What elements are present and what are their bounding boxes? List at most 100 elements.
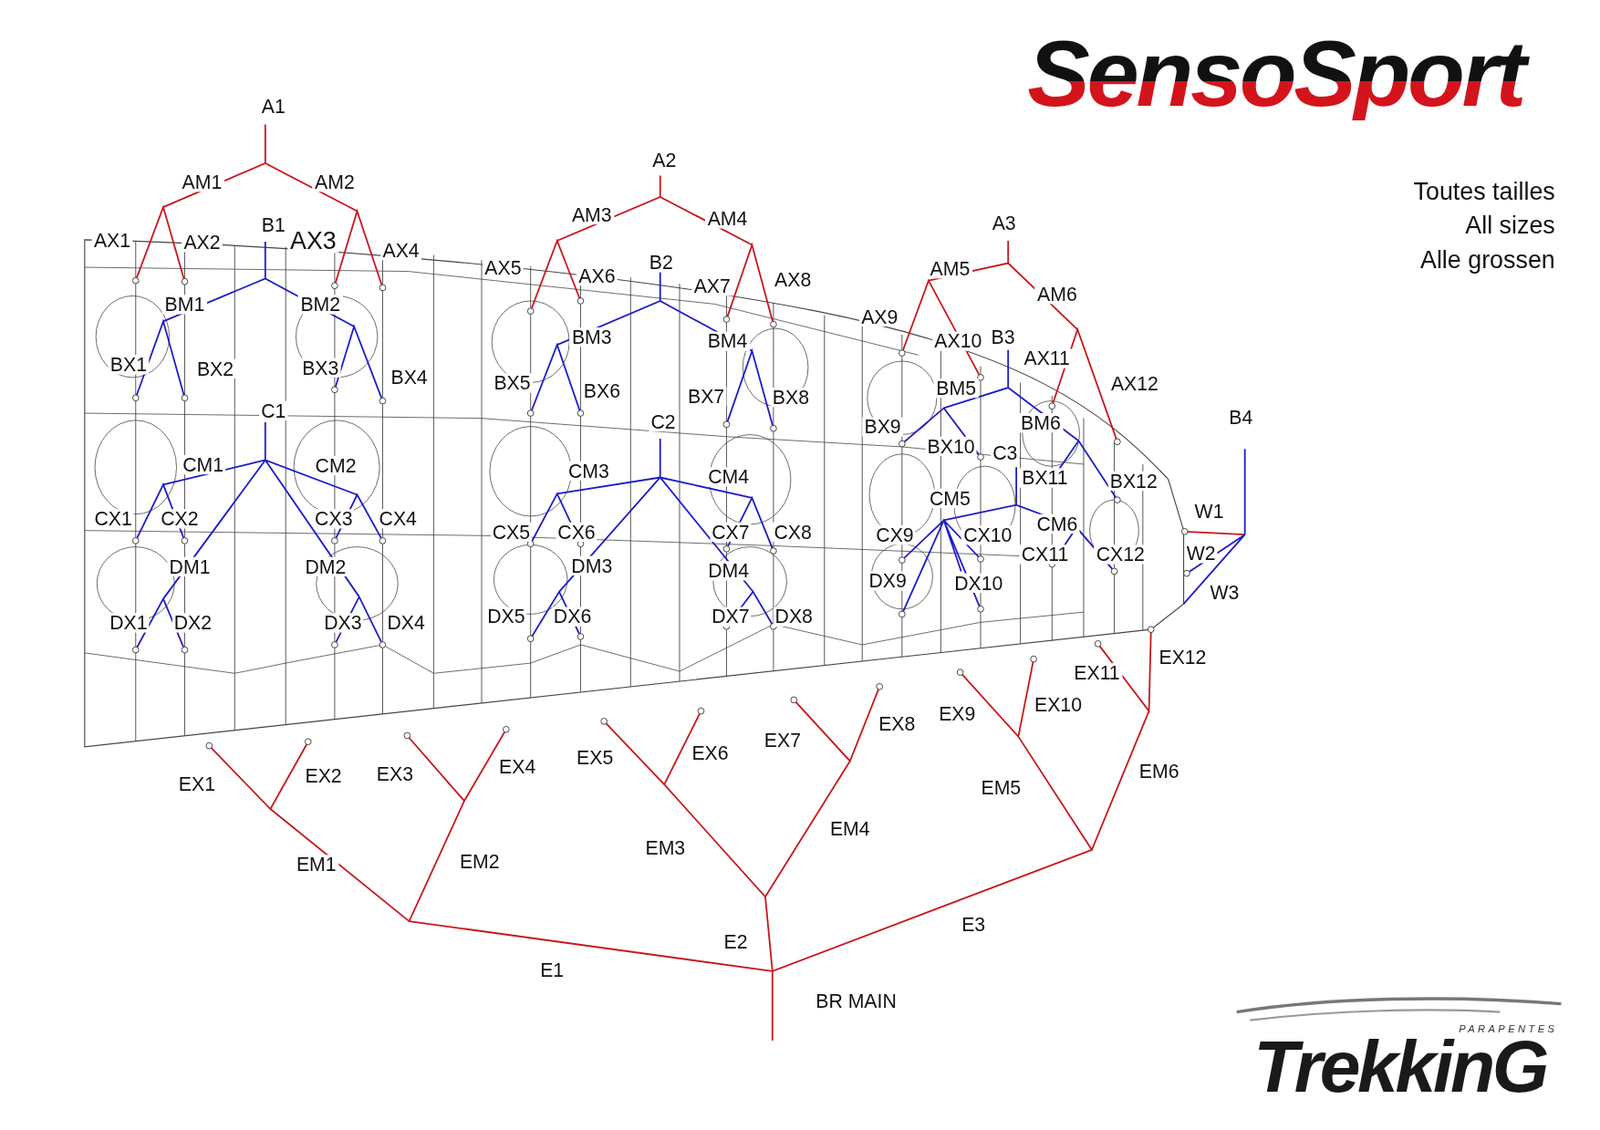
line-label: BM5 bbox=[934, 377, 978, 397]
attachment-point bbox=[527, 635, 534, 643]
line-label: DX5 bbox=[485, 606, 528, 626]
attachment-point bbox=[723, 316, 730, 323]
attachment-point bbox=[527, 410, 534, 417]
attachment-point bbox=[898, 557, 905, 564]
attachment-point bbox=[1181, 528, 1188, 535]
line-label: CX5 bbox=[490, 521, 533, 541]
size-note: All sizes bbox=[1463, 213, 1558, 239]
wing-ribs bbox=[135, 241, 1143, 741]
line-label: CX7 bbox=[709, 521, 752, 541]
line-label: BX2 bbox=[195, 358, 237, 378]
line-label: AM5 bbox=[927, 259, 972, 279]
attachment-points bbox=[132, 277, 1190, 749]
brand-logo: SensoSport bbox=[1021, 26, 1530, 121]
attachment-point bbox=[1111, 568, 1118, 575]
attachment-point bbox=[956, 669, 964, 676]
attachment-point bbox=[898, 611, 905, 618]
line-label: A2 bbox=[650, 150, 678, 170]
line-label: AM1 bbox=[179, 171, 224, 191]
size-note: Alle grossen bbox=[1418, 248, 1558, 273]
attachment-point bbox=[770, 321, 778, 328]
attachment-point bbox=[577, 633, 584, 641]
line-label: AX9 bbox=[859, 306, 901, 326]
line-label: W3 bbox=[1207, 581, 1241, 602]
attachment-point bbox=[181, 394, 188, 402]
attachment-point bbox=[1184, 570, 1191, 577]
attachment-point bbox=[977, 374, 985, 382]
line-label: A3 bbox=[989, 212, 1018, 232]
line-label: BX8 bbox=[770, 387, 812, 407]
line-label: CX9 bbox=[873, 525, 916, 545]
a-lines bbox=[135, 124, 384, 288]
line-label: EX5 bbox=[574, 747, 616, 767]
cell-openings bbox=[94, 295, 1139, 621]
line-label: B2 bbox=[647, 252, 676, 272]
attachment-point bbox=[527, 308, 534, 315]
attachment-point bbox=[770, 425, 778, 432]
brand-logo: TrekkinG bbox=[1247, 1029, 1553, 1104]
attachment-point bbox=[876, 683, 884, 690]
attachment-point bbox=[1030, 655, 1038, 663]
attachment-point bbox=[1049, 403, 1056, 410]
attachment-point bbox=[132, 538, 139, 545]
line-label: BM1 bbox=[162, 294, 207, 314]
line-label: BX10 bbox=[924, 436, 977, 456]
line-label: AM2 bbox=[312, 171, 357, 191]
cell-opening bbox=[94, 420, 177, 515]
line-label: E3 bbox=[959, 914, 988, 935]
line-label: DX4 bbox=[384, 612, 427, 633]
line-label: CM1 bbox=[180, 454, 226, 474]
line-label: EM5 bbox=[978, 778, 1023, 798]
red-lines bbox=[135, 124, 1246, 1041]
line-label: BM4 bbox=[705, 331, 749, 351]
line-label: DX2 bbox=[172, 612, 215, 633]
line-label: CM3 bbox=[566, 460, 612, 480]
line-label: DM2 bbox=[302, 556, 348, 576]
cell-opening bbox=[96, 547, 175, 622]
attachment-point bbox=[332, 538, 339, 545]
attachment-point bbox=[770, 548, 778, 555]
line-label: AX4 bbox=[380, 239, 422, 260]
line-label: C3 bbox=[990, 443, 1020, 463]
attachment-point bbox=[181, 538, 188, 545]
line-label: CM5 bbox=[927, 488, 973, 508]
attachment-point bbox=[601, 717, 608, 725]
attachment-point bbox=[332, 642, 339, 649]
swoosh-line bbox=[1249, 1009, 1500, 1020]
attachment-point bbox=[181, 646, 188, 654]
line-label: AX2 bbox=[181, 231, 223, 251]
line-label: E2 bbox=[721, 932, 749, 952]
line-label: AX8 bbox=[772, 270, 814, 290]
line-label: AM6 bbox=[1035, 284, 1080, 304]
c-lines bbox=[902, 467, 1115, 614]
line-label: BX7 bbox=[685, 385, 728, 406]
wing-rows bbox=[84, 267, 1084, 674]
line-label: EM6 bbox=[1137, 761, 1182, 781]
line-label: EX6 bbox=[689, 743, 731, 763]
line-label: EX7 bbox=[762, 729, 804, 749]
attachment-point bbox=[502, 726, 510, 733]
attachment-point bbox=[206, 742, 213, 749]
line-label: W2 bbox=[1184, 543, 1217, 563]
a-lines bbox=[902, 240, 1118, 442]
line-label: DX10 bbox=[952, 572, 1006, 593]
line-label: EX3 bbox=[374, 763, 416, 783]
line-label: AX7 bbox=[691, 276, 733, 296]
line-label: AM3 bbox=[570, 204, 614, 224]
line-label: W1 bbox=[1192, 501, 1226, 521]
line-label: EX4 bbox=[497, 756, 539, 776]
cell-opening bbox=[1022, 401, 1081, 468]
b-lines bbox=[902, 350, 1118, 500]
attachment-point bbox=[577, 298, 584, 305]
attachment-point bbox=[577, 410, 584, 417]
line-label: AM4 bbox=[705, 208, 749, 229]
c-lines bbox=[530, 438, 774, 639]
line-label: AX12 bbox=[1109, 374, 1161, 394]
line-label: B4 bbox=[1226, 407, 1255, 427]
line-label: B3 bbox=[988, 327, 1017, 347]
attachment-point bbox=[527, 540, 534, 548]
line-label: BM3 bbox=[570, 327, 614, 347]
attachment-point bbox=[379, 397, 386, 405]
